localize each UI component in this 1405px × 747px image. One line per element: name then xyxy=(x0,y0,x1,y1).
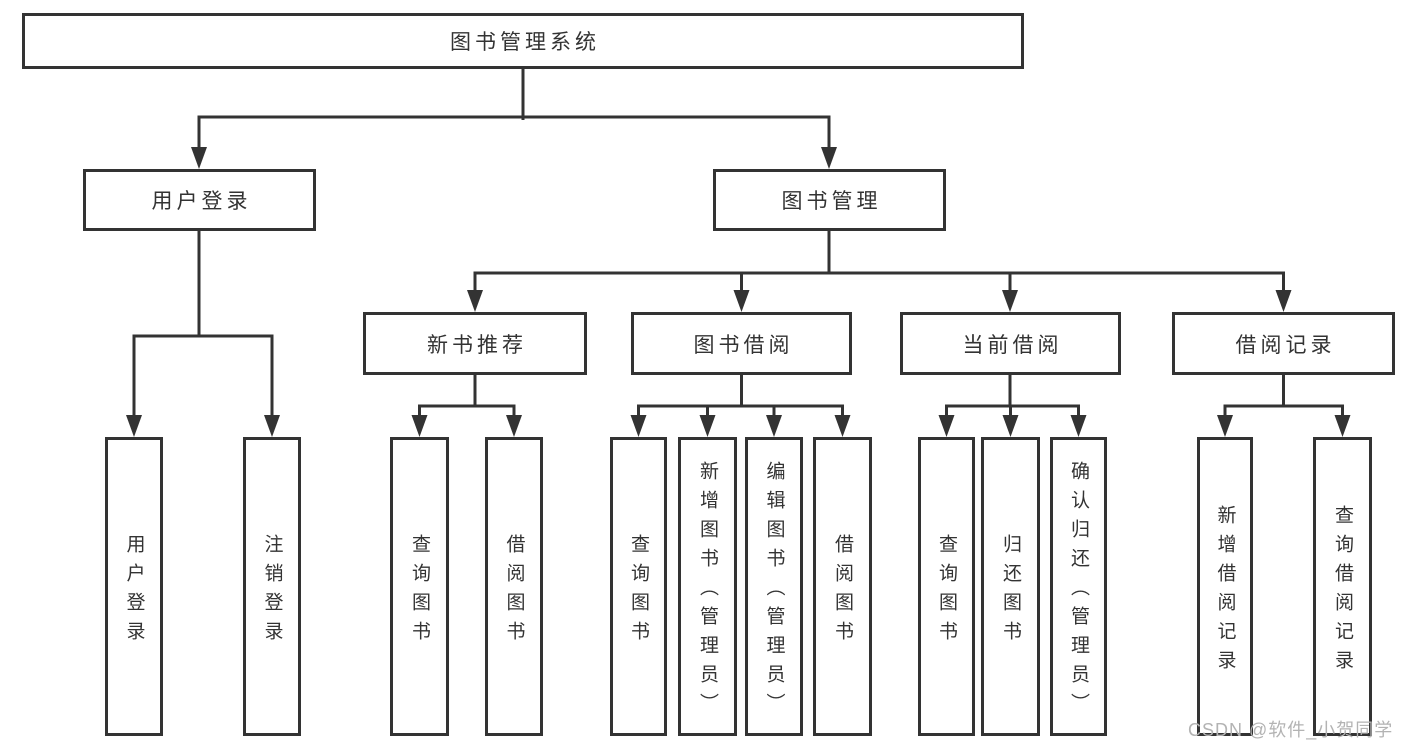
leaf-add-borrow-record: 新增借阅记录 xyxy=(1197,437,1253,736)
node-user-login-label: 用户登录 xyxy=(151,190,252,213)
leaf-return-books: 归还图书 xyxy=(981,437,1040,736)
leaf-confirm-return-admin-label: 确认归还（管理员） xyxy=(1068,461,1089,722)
node-book-management: 图书管理 xyxy=(713,169,946,231)
leaf-query-books-1-label: 查询图书 xyxy=(409,533,430,650)
leaf-borrow-books-2: 借阅图书 xyxy=(813,437,872,736)
node-book-borrow: 图书借阅 xyxy=(631,312,852,375)
leaf-user-login: 用户登录 xyxy=(105,437,163,736)
arrow-down-icon xyxy=(821,147,837,169)
arrow-down-icon xyxy=(630,415,647,437)
leaf-borrow-books-2-label: 借阅图书 xyxy=(832,533,853,650)
leaf-confirm-return-admin: 确认归还（管理员） xyxy=(1050,437,1107,736)
arrow-down-icon xyxy=(766,415,782,437)
leaf-borrow-books-1-label: 借阅图书 xyxy=(503,533,525,650)
node-current-borrow-label: 当前借阅 xyxy=(962,333,1063,357)
arrow-down-icon xyxy=(264,415,280,437)
leaf-add-borrow-record-label: 新增借阅记录 xyxy=(1214,504,1236,679)
node-new-book-recommend-label: 新书推荐 xyxy=(427,333,527,357)
leaf-query-books-1: 查询图书 xyxy=(390,437,449,736)
leaf-return-books-label: 归还图书 xyxy=(1000,533,1021,650)
leaf-query-books-3: 查询图书 xyxy=(918,437,975,736)
leaf-query-borrow-record-label: 查询借阅记录 xyxy=(1332,504,1353,679)
connector-segments xyxy=(132,67,1344,423)
node-book-borrow-label: 图书借阅 xyxy=(693,333,794,357)
arrow-down-icon xyxy=(1334,415,1351,437)
node-book-management-label: 图书管理 xyxy=(781,190,882,213)
node-root: 图书管理系统 xyxy=(22,13,1024,69)
arrow-down-icon xyxy=(1217,415,1233,437)
arrow-down-icon xyxy=(411,415,428,437)
leaf-user-login-label: 用户登录 xyxy=(123,533,145,650)
leaf-query-books-2-label: 查询图书 xyxy=(628,533,649,650)
leaf-add-books-admin: 新增图书（管理员） xyxy=(678,437,737,736)
node-borrow-records-label: 借阅记录 xyxy=(1235,333,1336,357)
arrow-down-icon xyxy=(733,290,750,312)
arrow-down-icon xyxy=(126,415,142,437)
leaf-query-books-3-label: 查询图书 xyxy=(936,533,957,650)
arrow-down-icon xyxy=(467,290,483,312)
watermark-text: CSDN @软件_小贺同学 xyxy=(1188,720,1394,740)
leaf-query-borrow-record: 查询借阅记录 xyxy=(1313,437,1372,736)
node-borrow-records: 借阅记录 xyxy=(1172,312,1395,375)
node-current-borrow: 当前借阅 xyxy=(900,312,1121,375)
arrow-down-icon xyxy=(1070,415,1087,437)
leaf-borrow-books-1: 借阅图书 xyxy=(485,437,543,736)
leaf-edit-books-admin-label: 编辑图书（管理员） xyxy=(763,461,785,722)
node-user-login: 用户登录 xyxy=(83,169,316,231)
arrow-down-icon xyxy=(506,415,522,437)
arrow-down-icon xyxy=(699,415,716,437)
leaf-query-books-2: 查询图书 xyxy=(610,437,667,736)
arrow-down-icon xyxy=(1002,415,1019,437)
arrow-down-icon xyxy=(834,415,851,437)
arrow-down-icons xyxy=(126,147,1351,437)
arrow-down-icon xyxy=(1275,290,1292,312)
leaf-add-books-admin-label: 新增图书（管理员） xyxy=(697,461,718,722)
leaf-edit-books-admin: 编辑图书（管理员） xyxy=(745,437,803,736)
leaf-logout-label: 注销登录 xyxy=(261,533,283,650)
leaf-logout: 注销登录 xyxy=(243,437,301,736)
node-new-book-recommend: 新书推荐 xyxy=(363,312,587,375)
arrow-down-icon xyxy=(1002,290,1018,312)
arrow-down-icon xyxy=(191,147,207,169)
node-root-label: 图书管理系统 xyxy=(450,31,600,54)
arrow-down-icon xyxy=(938,415,955,437)
